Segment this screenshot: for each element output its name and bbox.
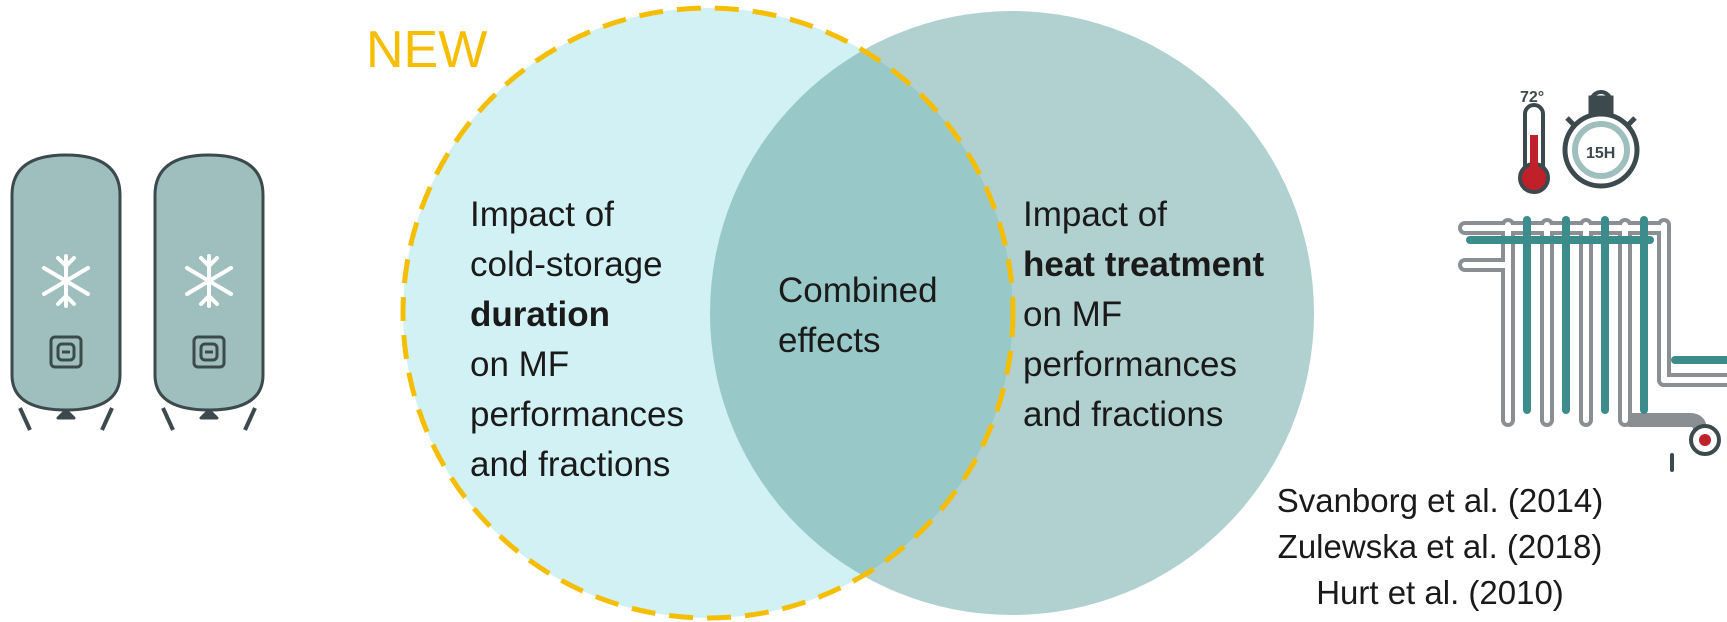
- thermometer-icon: [1518, 103, 1550, 194]
- left-text-line: on MF: [470, 345, 570, 384]
- temperature-label: 72°: [1520, 89, 1544, 106]
- reference-item: Zulewska et al. (2018): [1277, 528, 1603, 565]
- references-list: Svanborg et al. (2014) Zulewska et al. (…: [1240, 478, 1640, 616]
- duration-label: 15H: [1586, 145, 1615, 162]
- right-text-line: on MF: [1023, 295, 1123, 334]
- right-text-emphasis: heat treatment: [1023, 245, 1265, 284]
- left-text-line: and fractions: [470, 445, 671, 484]
- right-text-line: Impact of: [1023, 195, 1167, 234]
- left-text-emphasis: duration: [470, 295, 610, 334]
- snowflake-icon: [42, 254, 90, 308]
- left-circle-dashed-outline: [400, 5, 1016, 621]
- left-text-line: Impact of: [470, 195, 614, 234]
- right-text-line: performances: [1023, 345, 1237, 384]
- right-text-line: and fractions: [1023, 395, 1224, 434]
- snowflake-icon: [185, 254, 233, 308]
- left-text-line: performances: [470, 395, 684, 434]
- new-label: NEW: [366, 21, 488, 79]
- center-text-line: effects: [778, 321, 881, 360]
- stopwatch-icon: [1562, 90, 1640, 189]
- reference-item: Svanborg et al. (2014): [1276, 482, 1604, 519]
- reference-item: Hurt et al. (2010): [1316, 574, 1564, 611]
- center-text-line: Combined: [778, 271, 938, 310]
- left-text-line: cold-storage: [470, 245, 663, 284]
- heat-exchanger-icon: [1458, 216, 1727, 472]
